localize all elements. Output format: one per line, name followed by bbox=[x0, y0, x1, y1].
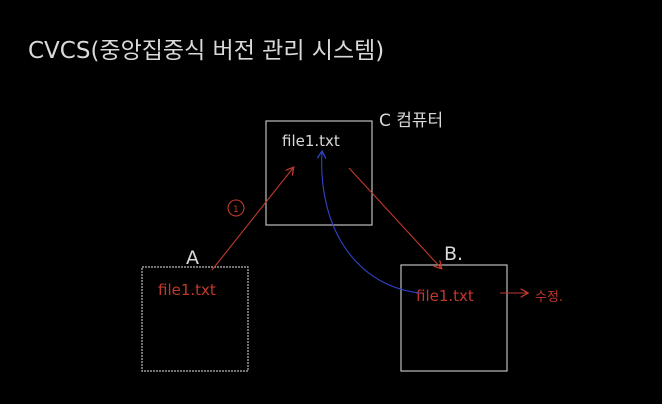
server-computer-label: C 컴퓨터 bbox=[379, 111, 443, 131]
client-a-file-label: file1.txt bbox=[158, 281, 216, 299]
server-file-label: file1.txt bbox=[282, 132, 340, 150]
diagram-title: CVCS(중앙집중식 버전 관리 시스템) bbox=[28, 38, 384, 64]
client-b-action-label: 수정. bbox=[535, 290, 563, 305]
arrow-b-to-server-blue bbox=[322, 152, 421, 294]
step-marker-circle bbox=[227, 199, 245, 217]
client-b-label: B. bbox=[444, 243, 463, 265]
step-marker-number: 1 bbox=[233, 205, 239, 215]
client-b-box bbox=[400, 264, 508, 372]
client-a-label: A bbox=[186, 247, 199, 269]
arrow-server-to-b bbox=[348, 167, 441, 268]
client-b-file-label: file1.txt bbox=[416, 287, 474, 305]
arrow-a-to-server bbox=[211, 168, 293, 271]
client-a-box bbox=[141, 266, 249, 372]
server-box bbox=[265, 120, 373, 226]
